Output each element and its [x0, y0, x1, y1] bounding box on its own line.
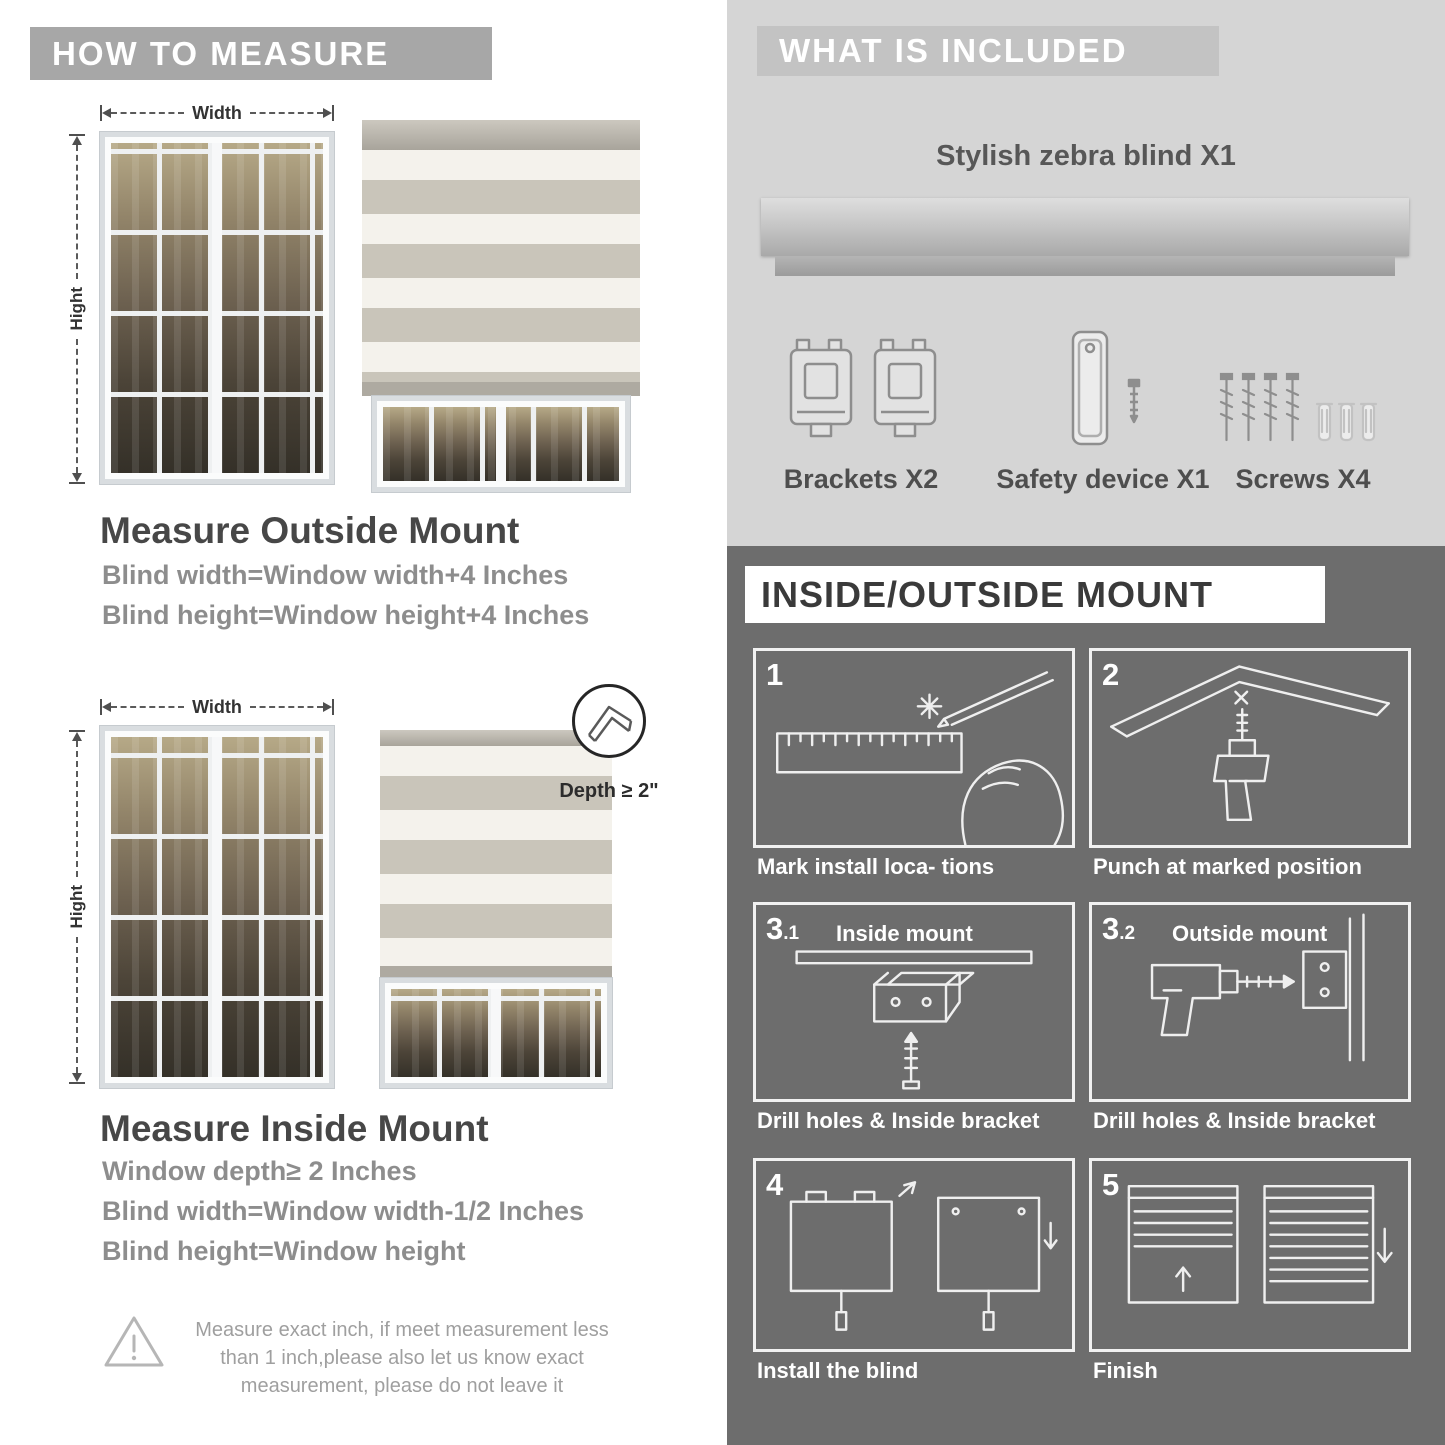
arrow-right-icon	[323, 108, 333, 118]
step-panel-5: 5	[1089, 1158, 1411, 1352]
what-is-included-header: WHAT IS INCLUDED	[757, 26, 1219, 76]
blind-bottom-rail	[362, 382, 640, 396]
outside-mount-title: Measure Outside Mount	[100, 510, 520, 551]
step-number: 2	[1102, 657, 1120, 692]
mark-location-illustration	[776, 671, 1065, 845]
height-label: Hight	[67, 287, 86, 331]
inside-outside-mount-header: INSIDE/OUTSIDE MOUNT	[745, 566, 1325, 623]
outside-width-formula: Blind width=Window width+4 Inches	[102, 560, 569, 590]
how-to-measure-header: HOW TO MEASURE	[30, 27, 492, 80]
blind-bottom-rail	[380, 966, 612, 978]
mount-header-title: INSIDE/OUTSIDE MOUNT	[761, 573, 1214, 615]
step-caption-2: Punch at marked position	[1093, 854, 1362, 879]
step-panel-3-2: 3.2 Outside mount	[1089, 902, 1411, 1102]
zebra-blind-outside-mount	[362, 120, 640, 494]
what-is-included-section: WHAT IS INCLUDED Stylish zebra blind X1	[727, 0, 1445, 546]
step-panel-1: 1	[753, 648, 1075, 848]
depth-requirement-label: Depth ≥ 2"	[559, 780, 659, 802]
inside-bracket-illustration	[795, 950, 1033, 1090]
zebra-blind-inside-mount	[380, 730, 612, 1088]
safety-device-label: Safety device X1	[996, 464, 1210, 494]
window-panes	[111, 143, 323, 473]
arrow-up-icon	[72, 136, 82, 145]
inside-outside-mount-section: INSIDE/OUTSIDE MOUNT 1 Mark install loca…	[727, 546, 1445, 1445]
inside-mount-title: Measure Inside Mount	[100, 1108, 489, 1149]
arrow-up-icon	[72, 732, 82, 741]
inside-height-formula: Blind height=Window height	[102, 1236, 466, 1266]
step-number: 5	[1102, 1167, 1120, 1202]
blind-headrail-lip	[775, 256, 1395, 276]
step-caption-4: Install the blind	[757, 1358, 919, 1383]
arrow-left-icon	[102, 108, 111, 118]
blind-cassette	[380, 730, 612, 746]
blind-headrail-illustration	[761, 198, 1409, 256]
safety-device-icon	[1071, 330, 1141, 446]
step-number: 1	[766, 657, 784, 692]
outside-height-formula: Blind height=Window height+4 Inches	[102, 600, 590, 630]
arrow-right-icon	[323, 702, 333, 712]
window-photo-outside	[100, 132, 334, 484]
screws-label: Screws X4	[1235, 464, 1371, 494]
height-arrow-inside: Hight	[67, 730, 86, 1084]
finish-illustration	[1127, 1184, 1393, 1304]
width-label: Width	[192, 696, 242, 717]
window-under-blind	[380, 978, 612, 1088]
arrow-down-icon	[72, 1073, 82, 1082]
measurement-warning-text: Measure exact inch, if meet measurement …	[195, 1319, 609, 1397]
inside-depth-requirement: Window depth≥ 2 Inches	[102, 1156, 417, 1186]
step-panel-4: 4	[753, 1158, 1075, 1352]
window-under-blind	[372, 396, 630, 492]
step-panel-2: 2	[1089, 648, 1411, 848]
window-panes	[111, 737, 323, 1077]
step-number: 4	[766, 1167, 784, 1202]
width-arrow-inside: Width	[100, 696, 335, 717]
install-blind-illustration	[789, 1181, 1058, 1331]
height-label: Hight	[67, 885, 86, 929]
width-label: Width	[192, 102, 242, 123]
window-photo-inside	[100, 726, 334, 1088]
blind-cassette	[362, 120, 640, 150]
arrow-left-icon	[102, 702, 111, 712]
step-caption-5: Finish	[1093, 1358, 1158, 1383]
frame-corner-icon	[587, 705, 633, 742]
warning-triangle-icon	[104, 1316, 164, 1367]
window-panes	[391, 989, 601, 1077]
step-caption-3-1: Drill holes & Inside bracket	[757, 1108, 1040, 1133]
step-number: 3.2	[1102, 911, 1136, 946]
window-panes	[383, 407, 619, 481]
width-arrow-outside: Width	[100, 102, 335, 123]
drill-position-illustration	[1110, 665, 1390, 821]
step-number: 3.1	[766, 911, 800, 946]
brackets-label: Brackets X2	[783, 464, 939, 494]
how-to-measure-title: HOW TO MEASURE	[52, 34, 390, 72]
step-caption-3-2: Drill holes & Inside bracket	[1093, 1108, 1376, 1133]
arrow-down-icon	[72, 473, 82, 482]
step-sub-label: Inside mount	[836, 921, 973, 946]
blind-stripes	[362, 150, 640, 382]
brackets-icon	[789, 338, 937, 438]
blind-stripes	[380, 746, 612, 966]
product-name: Stylish zebra blind X1	[936, 140, 1236, 172]
step-panel-3-1: 3.1 Inside mount	[753, 902, 1075, 1102]
step-sub-label: Outside mount	[1172, 921, 1328, 946]
inside-width-formula: Blind width=Window width-1/2 Inches	[102, 1196, 585, 1226]
depth-callout-circle	[572, 684, 646, 758]
screws-anchors-icon	[1219, 372, 1378, 442]
outside-bracket-illustration	[1150, 913, 1365, 1062]
step-caption-1: Mark install loca- tions	[757, 854, 995, 879]
height-arrow-outside: Hight	[67, 134, 86, 484]
what-is-included-title: WHAT IS INCLUDED	[779, 32, 1128, 69]
